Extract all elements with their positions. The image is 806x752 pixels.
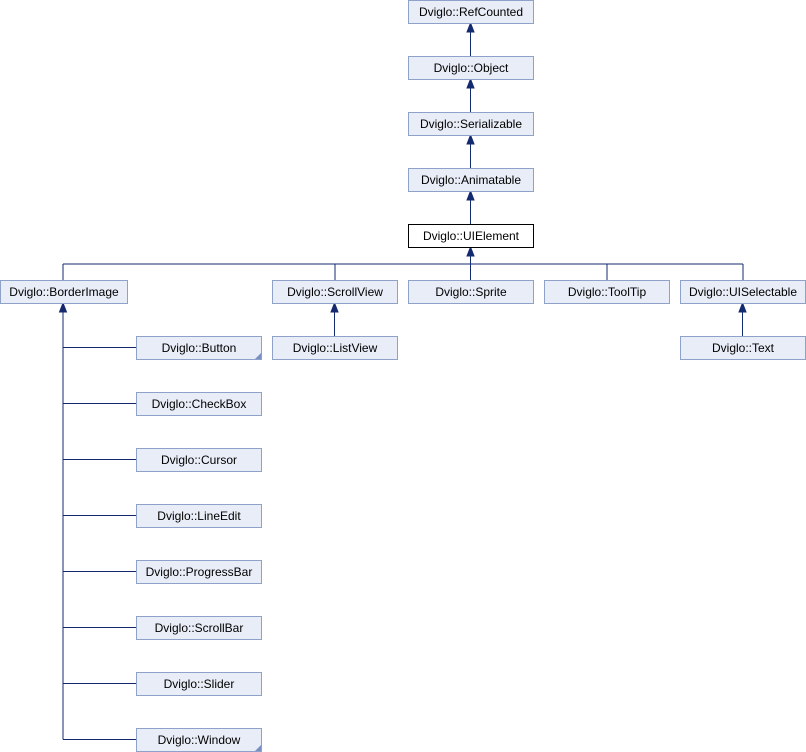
- class-label-button: Dviglo::Button: [162, 341, 237, 355]
- class-node-uielement[interactable]: Dviglo::UIElement: [408, 224, 534, 248]
- arrowhead-uiselectable: [738, 301, 747, 313]
- edge-group-uielement: [62, 245, 744, 280]
- class-node-scrollview[interactable]: Dviglo::ScrollView: [272, 280, 398, 304]
- class-node-progressbar[interactable]: Dviglo::ProgressBar: [136, 560, 262, 584]
- edge-group-animatable: [466, 189, 475, 224]
- class-node-scrollbar[interactable]: Dviglo::ScrollBar: [136, 616, 262, 640]
- arrowhead-borderimage: [58, 301, 68, 313]
- class-label-serializable: Dviglo::Serializable: [420, 117, 522, 131]
- class-node-borderimage[interactable]: Dviglo::BorderImage: [0, 280, 128, 304]
- class-label-sprite: Dviglo::Sprite: [435, 285, 507, 299]
- class-label-tooltip: Dviglo::ToolTip: [568, 285, 647, 299]
- class-node-listview[interactable]: Dviglo::ListView: [272, 336, 398, 360]
- class-node-window[interactable]: Dviglo::Window: [136, 728, 262, 752]
- class-box-uielement: [408, 224, 534, 248]
- class-label-window: Dviglo::Window: [158, 733, 241, 747]
- class-label-borderimage: Dviglo::BorderImage: [9, 285, 119, 299]
- class-label-lineedit: Dviglo::LineEdit: [157, 509, 241, 523]
- class-box-slider: [136, 672, 262, 696]
- class-label-object: Dviglo::Object: [434, 61, 509, 75]
- class-node-button[interactable]: Dviglo::Button: [136, 336, 262, 360]
- class-box-object: [408, 56, 534, 80]
- arrowhead-serializable: [466, 133, 475, 145]
- class-box-scrollview: [272, 280, 398, 304]
- class-label-progressbar: Dviglo::ProgressBar: [146, 565, 253, 579]
- class-box-serializable: [408, 112, 534, 136]
- edge-group-uiselectable: [738, 301, 747, 336]
- class-node-animatable[interactable]: Dviglo::Animatable: [408, 168, 534, 192]
- class-label-text: Dviglo::Text: [712, 341, 775, 355]
- class-label-scrollbar: Dviglo::ScrollBar: [155, 621, 244, 635]
- class-label-slider: Dviglo::Slider: [164, 677, 235, 691]
- arrowhead-animatable: [466, 189, 475, 201]
- arrowhead-uielement: [466, 245, 475, 257]
- class-box-cursor: [136, 448, 262, 472]
- edge-group-object: [466, 77, 475, 112]
- class-label-cursor: Dviglo::Cursor: [161, 453, 237, 467]
- class-label-uielement: Dviglo::UIElement: [423, 229, 520, 243]
- edge-group-borderimage: [58, 301, 136, 740]
- class-node-sprite[interactable]: Dviglo::Sprite: [408, 280, 534, 304]
- class-box-progressbar: [136, 560, 262, 584]
- class-box-lineedit: [136, 504, 262, 528]
- class-box-sprite: [408, 280, 534, 304]
- class-node-slider[interactable]: Dviglo::Slider: [136, 672, 262, 696]
- class-label-animatable: Dviglo::Animatable: [421, 173, 521, 187]
- class-label-checkbox: Dviglo::CheckBox: [152, 397, 247, 411]
- class-box-refcounted: [408, 0, 534, 24]
- edge-group-scrollview: [330, 301, 339, 336]
- arrowhead-object: [466, 77, 475, 89]
- class-node-object[interactable]: Dviglo::Object: [408, 56, 534, 80]
- arrowhead-scrollview: [330, 301, 339, 313]
- class-box-scrollbar: [136, 616, 262, 640]
- class-label-listview: Dviglo::ListView: [293, 341, 378, 355]
- class-box-checkbox: [136, 392, 262, 416]
- edge-group-serializable: [466, 133, 475, 168]
- class-box-tooltip: [544, 280, 670, 304]
- class-box-button: [136, 336, 262, 360]
- class-label-uiselectable: Dviglo::UISelectable: [689, 285, 797, 299]
- more-subclasses-icon: [255, 353, 261, 359]
- class-node-cursor[interactable]: Dviglo::Cursor: [136, 448, 262, 472]
- edges-layer: [58, 21, 747, 740]
- class-box-listview: [272, 336, 398, 360]
- class-node-checkbox[interactable]: Dviglo::CheckBox: [136, 392, 262, 416]
- class-node-serializable[interactable]: Dviglo::Serializable: [408, 112, 534, 136]
- arrowhead-refcounted: [466, 21, 475, 33]
- class-node-text[interactable]: Dviglo::Text: [680, 336, 806, 360]
- class-box-borderimage: [0, 280, 128, 304]
- more-subclasses-icon: [255, 745, 261, 751]
- class-label-refcounted: Dviglo::RefCounted: [419, 5, 523, 19]
- class-node-lineedit[interactable]: Dviglo::LineEdit: [136, 504, 262, 528]
- class-node-tooltip[interactable]: Dviglo::ToolTip: [544, 280, 670, 304]
- class-node-refcounted[interactable]: Dviglo::RefCounted: [408, 0, 534, 24]
- class-node-uiselectable[interactable]: Dviglo::UISelectable: [680, 280, 806, 304]
- class-label-scrollview: Dviglo::ScrollView: [287, 285, 383, 299]
- edge-group-refcounted: [466, 21, 475, 56]
- class-box-animatable: [408, 168, 534, 192]
